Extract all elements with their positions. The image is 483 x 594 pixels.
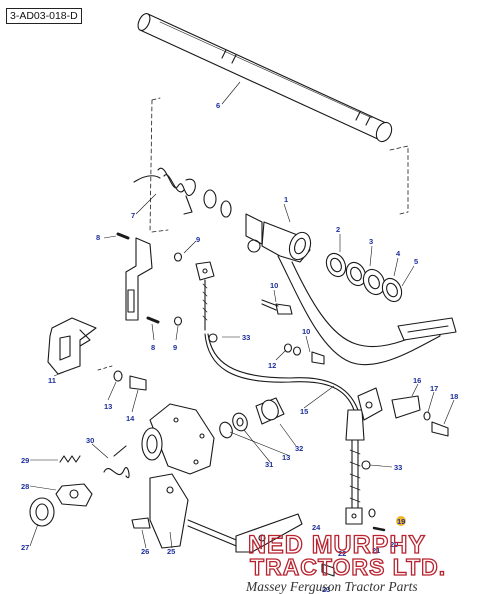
- callout-33a: 33: [242, 333, 250, 342]
- callout-12: 12: [268, 361, 276, 370]
- mounting-bracket: [47, 317, 113, 375]
- callout-17: 17: [430, 384, 438, 393]
- callout-11: 11: [48, 376, 56, 385]
- clutch-cable: [202, 279, 371, 525]
- callout-3: 3: [369, 237, 373, 246]
- callout-19: 19: [397, 517, 405, 526]
- release-housing: [141, 403, 215, 475]
- callout-15: 15: [300, 407, 308, 416]
- callout-24: 24: [312, 523, 321, 532]
- callout-8b: 8: [151, 343, 155, 352]
- callout-4: 4: [396, 249, 401, 258]
- release-lever: [235, 508, 386, 577]
- callout-26: 26: [141, 547, 149, 556]
- return-spring: [133, 167, 196, 215]
- callout-31: 31: [265, 460, 273, 469]
- callout-8a: 8: [96, 233, 100, 242]
- callout-27: 27: [21, 543, 29, 552]
- callout-32: 32: [295, 444, 303, 453]
- callout-28: 28: [21, 482, 29, 491]
- callout-20: 20: [390, 540, 398, 549]
- callout-21: 21: [372, 546, 380, 555]
- pedal-stop-bracket: [357, 387, 449, 437]
- watermark-tagline: Massey Ferguson Tractor Parts: [245, 579, 418, 594]
- release-components: [219, 397, 285, 439]
- bearing-assembly: [29, 445, 130, 527]
- reference-code: 3-AD03-018-D: [6, 8, 82, 24]
- callout-30: 30: [86, 436, 94, 445]
- watermark-line2: TRACTORS LTD.: [250, 554, 446, 580]
- callout-labels: 1 2 3 4 5 6 7 8 8 9 9 10 10 11 12 13 13 …: [21, 101, 458, 594]
- bracket-bolt: [113, 370, 147, 391]
- bush-washer-set: [203, 189, 403, 303]
- callout-25: 25: [167, 547, 175, 556]
- callout-9a: 9: [196, 235, 200, 244]
- callout-10a: 10: [270, 281, 278, 290]
- callout-10b: 10: [302, 327, 310, 336]
- callout-14: 14: [126, 414, 135, 423]
- callout-5: 5: [414, 257, 418, 266]
- callout-13b: 13: [282, 453, 290, 462]
- callout-7: 7: [131, 211, 135, 220]
- highlight-marker: [396, 516, 406, 526]
- callout-33b: 33: [394, 463, 402, 472]
- callout-13a: 13: [104, 402, 112, 411]
- watermark-line1: NED MURPHY: [248, 531, 426, 559]
- callout-18: 18: [450, 392, 458, 401]
- linkage-bracket: [116, 232, 215, 326]
- callout-9b: 9: [173, 343, 177, 352]
- callout-22: 22: [338, 549, 346, 558]
- pedal-bolts: [261, 299, 325, 365]
- clutch-pedal: [245, 213, 457, 366]
- callout-6: 6: [216, 101, 220, 110]
- callout-2: 2: [336, 225, 340, 234]
- dealer-watermark: NED MURPHY TRACTORS LTD. Massey Ferguson…: [245, 530, 446, 594]
- release-fork: [131, 473, 247, 551]
- callout-23: 23: [322, 585, 330, 594]
- callout-16: 16: [413, 376, 421, 385]
- callout-1: 1: [284, 195, 288, 204]
- cross-shaft: [137, 13, 393, 143]
- callout-29: 29: [21, 456, 29, 465]
